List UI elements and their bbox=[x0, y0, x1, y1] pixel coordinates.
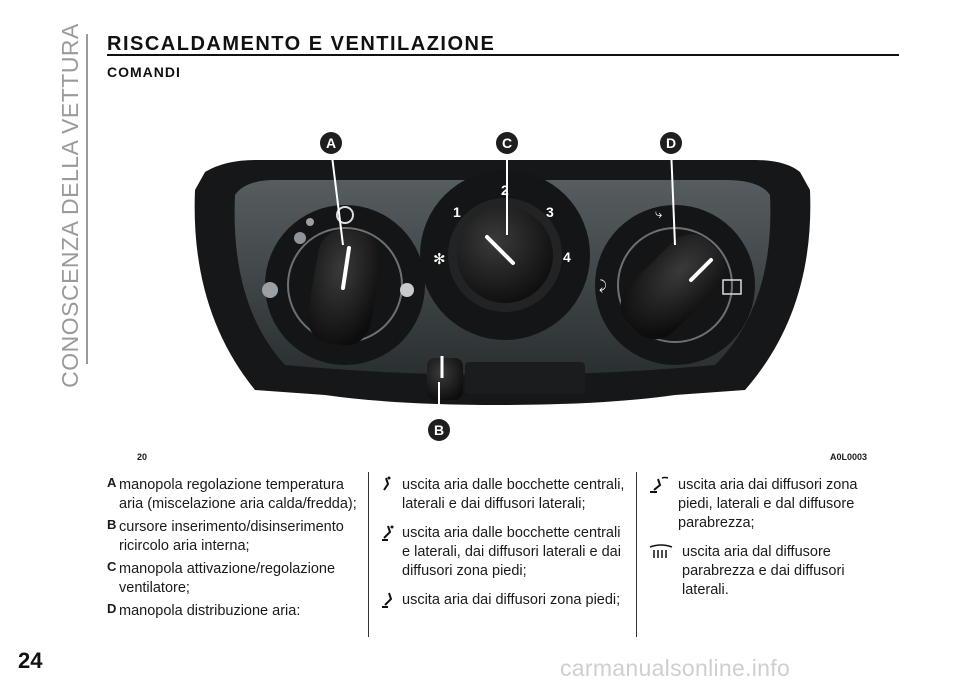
distribution-item-2: uscita aria dalle bocchette centrali e l… bbox=[380, 524, 625, 581]
distribution-item-4: uscita aria dai diffusori zona piedi, la… bbox=[648, 476, 893, 533]
vent-feet-windscreen-icon bbox=[650, 476, 669, 493]
distribution-item-5: uscita aria dal diffusore parabrezza e d… bbox=[648, 543, 893, 600]
vent-central-lateral-feet-icon bbox=[382, 525, 394, 541]
windscreen-defrost-icon bbox=[649, 544, 673, 558]
callout-c bbox=[496, 132, 518, 154]
vent-feet-icon bbox=[382, 592, 393, 608]
svg-text:⤷: ⤷ bbox=[655, 206, 663, 221]
svg-text:B: B bbox=[434, 422, 444, 438]
distribution-item-1: uscita aria dalle bocchette centrali, la… bbox=[380, 476, 625, 514]
page-heading: RISCALDAMENTO E VENTILAZIONE bbox=[107, 33, 496, 55]
callout-b bbox=[428, 419, 450, 441]
figure-code: A0L0003 bbox=[830, 452, 868, 462]
side-rule bbox=[86, 34, 88, 364]
fan-speed-2: 2 bbox=[501, 182, 509, 198]
recirculation-slot bbox=[465, 362, 585, 394]
section-side-title: CONOSCENZA DELLA VETTURA bbox=[56, 22, 83, 388]
svg-text:D: D bbox=[666, 135, 676, 151]
svg-text:⤸: ⤸ bbox=[599, 278, 607, 293]
distribution-item-3: uscita aria dai diffusori zona piedi; bbox=[380, 591, 625, 610]
vent-central-lateral-icon bbox=[383, 476, 391, 491]
heading-rule bbox=[107, 54, 899, 56]
distribution-column-1: uscita aria dalle bocchette centrali, la… bbox=[380, 476, 625, 620]
distribution-knob bbox=[620, 234, 726, 340]
fan-speed-1: 1 bbox=[453, 204, 461, 220]
svg-text:C: C bbox=[502, 135, 512, 151]
watermark-text: carmanualsonline.info bbox=[560, 655, 791, 681]
callout-d bbox=[660, 132, 682, 154]
recirculation-slider bbox=[427, 358, 463, 400]
callout-a bbox=[320, 132, 342, 154]
fan-speed-4: 4 bbox=[563, 249, 571, 265]
page-number: 24 bbox=[18, 648, 43, 673]
fan-speed-3: 3 bbox=[546, 204, 554, 220]
column-divider bbox=[368, 472, 369, 637]
distribution-column-2: uscita aria dai diffusori zona piedi, la… bbox=[648, 476, 893, 610]
column-divider bbox=[636, 472, 637, 637]
climate-control-figure: ✻ 1 2 3 4 ⤸ ⤷ A C D B bbox=[194, 132, 811, 441]
figure-number: 20 bbox=[137, 452, 148, 462]
svg-text:A: A bbox=[326, 135, 336, 151]
svg-text:✻: ✻ bbox=[433, 251, 446, 268]
page-subheading: COMANDI bbox=[107, 64, 181, 80]
